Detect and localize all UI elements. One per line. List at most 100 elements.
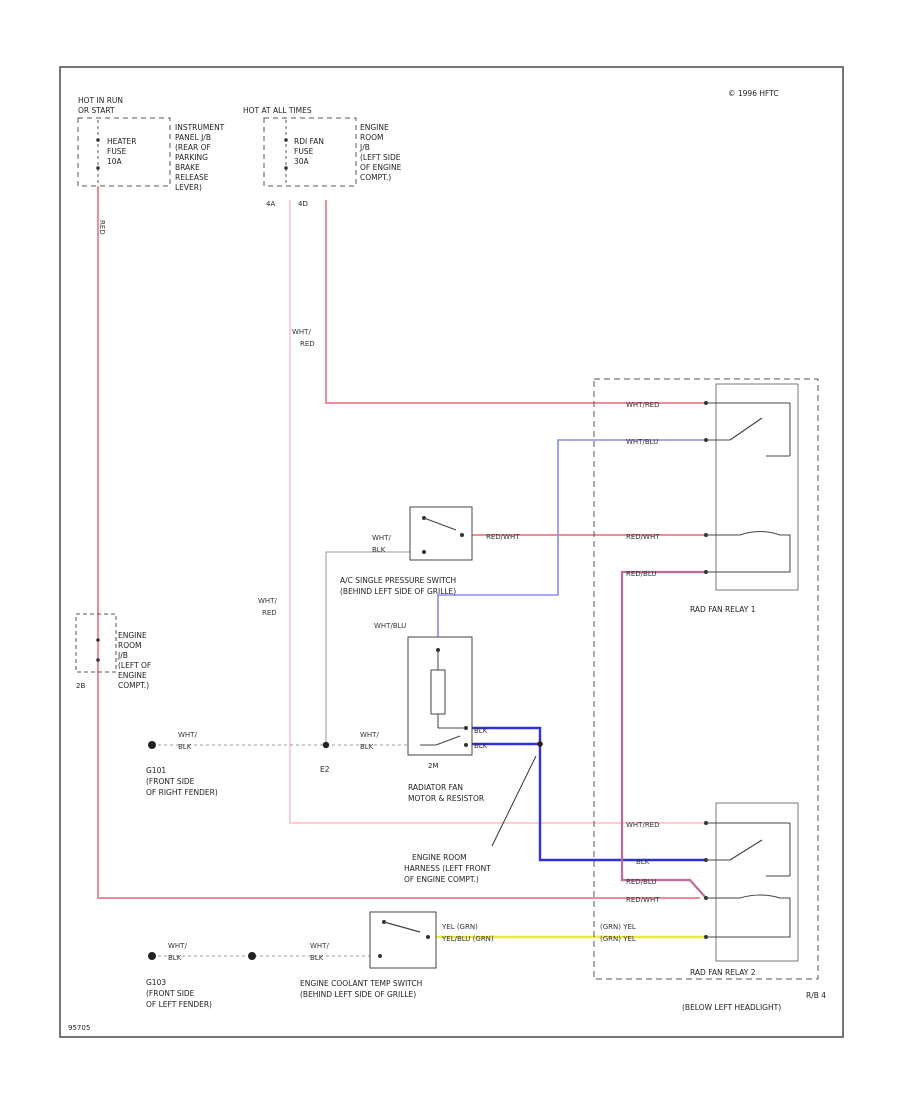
- wire-label-red-wht-b: RED/WHT: [626, 533, 660, 541]
- fuse-left-loc-4: PARKING: [175, 153, 208, 162]
- pin-4d-label: 4D: [298, 200, 308, 208]
- fuse-terminal-icon: [96, 138, 100, 142]
- fuse-right-loc-3: J/B: [359, 143, 370, 152]
- wire-label-coolant-blk: BLK: [310, 954, 324, 962]
- wire-wht-blu: [437, 439, 706, 648]
- wire-label-g101-blk: BLK: [178, 743, 192, 751]
- wire-label-red-vertical: RED: [98, 220, 106, 235]
- ac-pressure-switch: A/C SINGLE PRESSURE SWITCH (BEHIND LEFT …: [340, 506, 473, 596]
- ground-g101-icon: [148, 741, 156, 749]
- harness-connector-icon: [537, 741, 543, 747]
- fuse-box-left-header-1: HOT IN RUN: [78, 96, 123, 105]
- wire-label-grn-yel-2: (GRN) YEL: [600, 935, 636, 943]
- fuse-left-loc-2: PANEL J/B: [175, 133, 211, 142]
- coolant-switch-label-2: (BEHIND LEFT SIDE OF GRILLE): [300, 990, 416, 999]
- rdi-fuse-label-2: FUSE: [294, 147, 314, 156]
- wire-label-motor-blu-1: BLK: [474, 727, 488, 735]
- wire-label-wht-red-1a: WHT/: [292, 328, 311, 336]
- harness-label-1: ENGINE ROOM: [412, 853, 467, 862]
- wire-label-wht-red-2a: WHT/: [258, 597, 277, 605]
- fuse-box-left-header-2: OR START: [78, 106, 115, 115]
- coolant-temp-switch: ENGINE COOLANT TEMP SWITCH (BEHIND LEFT …: [300, 911, 437, 999]
- rdi-fan-fuse-box: HOT AT ALL TIMES RDI FAN FUSE 30A ENGINE…: [243, 106, 402, 208]
- wire-label-g103-wht: WHT/: [168, 942, 187, 950]
- rad-fan-relay-2: RAD FAN RELAY 2: [690, 802, 799, 977]
- rad-fan-relay-1: RAD FAN RELAY 1: [690, 383, 799, 614]
- wire-label-relay2-blk: BLK: [636, 858, 650, 866]
- splice-e2: [322, 741, 330, 749]
- wire-label-relay1-wht-blu: WHT/BLU: [626, 438, 658, 446]
- engine-room-jb-fuse: ENGINE ROOM J/B (LEFT OF ENGINE COMPT.) …: [75, 613, 151, 690]
- red-wires: [97, 186, 706, 899]
- fuse-right-loc-6: COMPT.): [360, 173, 391, 182]
- rdi-fuse-label-1: RDI FAN: [294, 137, 324, 146]
- wire-label-g101-wht: WHT/: [178, 731, 197, 739]
- g103-label-1: G103: [146, 978, 166, 987]
- wire-wht-blk-ac: [325, 551, 410, 745]
- fuse-terminal-icon: [284, 138, 288, 142]
- heater-fuse-label-1: HEATER: [107, 137, 136, 146]
- ground-g101: G101 (FRONT SIDE OF RIGHT FENDER): [146, 741, 218, 797]
- engine-jb-loc-4: (LEFT OF: [118, 661, 151, 670]
- wire-label-red-blu: RED/BLU: [626, 570, 657, 578]
- ground-connector-icon: [248, 952, 256, 960]
- engine-jb-loc-1: ENGINE: [118, 631, 147, 640]
- wire-label-motor-wht: WHT/: [360, 731, 379, 739]
- wire-label-g103-blk: BLK: [168, 954, 182, 962]
- g103-label-3: OF LEFT FENDER): [146, 1000, 212, 1009]
- figure-id: 95705: [68, 1024, 90, 1032]
- fuse-left-loc-1: INSTRUMENT: [175, 123, 225, 132]
- ac-switch-label-2: (BEHIND LEFT SIDE OF GRILLE): [340, 587, 456, 596]
- ground-g103-icon: [148, 952, 156, 960]
- ac-switch-label-1: A/C SINGLE PRESSURE SWITCH: [340, 576, 456, 585]
- engine-jb-loc-5: ENGINE: [118, 671, 147, 680]
- wire-label-relay2-red-wht: RED/WHT: [626, 896, 660, 904]
- wire-label-relay2-red-blu: RED/BLU: [626, 878, 657, 886]
- fuse-right-loc-1: ENGINE: [360, 123, 389, 132]
- harness-pointer: [491, 755, 537, 847]
- wire-label-relay2-wht-red: WHT/RED: [626, 821, 660, 829]
- wire-label-grn-yel: (GRN) YEL: [600, 923, 636, 931]
- wire-label-yel-grn: YEL (GRN): [441, 923, 478, 931]
- engine-jb-loc-6: COMPT.): [118, 681, 149, 690]
- fuse-left-loc-5: BRAKE: [175, 163, 200, 172]
- rdi-fuse-label-3: 30A: [294, 157, 310, 166]
- wire-label-ac-wht: WHT/: [372, 534, 391, 542]
- heater-fuse-label-3: 10A: [107, 157, 123, 166]
- wire-label-wht-red-2b: RED: [262, 609, 277, 617]
- fan-motor-label-2: MOTOR & RESISTOR: [408, 794, 484, 803]
- wire-label-ac-blk: BLK: [372, 546, 386, 554]
- engine-jb-loc-2: ROOM: [118, 641, 142, 650]
- splice-e2-label: E2: [320, 765, 330, 774]
- radiator-fan-motor: 2M RADIATOR FAN MOTOR & RESISTOR: [407, 636, 484, 803]
- g103-label-2: (FRONT SIDE: [146, 989, 195, 998]
- fuse-terminal-icon: [96, 166, 100, 170]
- rb4-enclosure: [593, 378, 819, 980]
- rb4-label-2: (BELOW LEFT HEADLIGHT): [682, 1003, 781, 1012]
- heater-fuse-box: HOT IN RUN OR START HEATER FUSE 10A INST…: [77, 96, 225, 192]
- fuse-box-right-header: HOT AT ALL TIMES: [243, 106, 312, 115]
- heater-fuse-label-2: FUSE: [107, 147, 127, 156]
- relay2-label: RAD FAN RELAY 2: [690, 968, 756, 977]
- wire-label-red-wht-a: RED/WHT: [486, 533, 520, 541]
- motor-pin-label: 2M: [428, 762, 439, 770]
- fuse-left-loc-7: LEVER): [175, 183, 202, 192]
- wire-label-motor-blu-2: BLK: [474, 742, 488, 750]
- wire-label-wht-red-1b: RED: [300, 340, 315, 348]
- copyright-label: © 1996 HFTC: [728, 89, 779, 98]
- g101-label-2: (FRONT SIDE: [146, 777, 195, 786]
- wire-label-motor-blk: BLK: [360, 743, 374, 751]
- fuse-left-loc-3: (REAR OF: [175, 143, 211, 152]
- pin-4a-label: 4A: [266, 200, 275, 208]
- fuse-terminal-icon: [284, 166, 288, 170]
- fan-motor-label-1: RADIATOR FAN: [408, 783, 463, 792]
- harness-label-2: HARNESS (LEFT FRONT: [404, 864, 491, 873]
- wire-label-yel-blu-grn: YEL/BLU (GRN): [441, 935, 494, 943]
- wire-heater-feed: [97, 186, 700, 899]
- wire-red-blu: [620, 570, 707, 899]
- fuse-terminal-icon: [96, 658, 100, 662]
- harness-label-3: OF ENGINE COMPT.): [404, 875, 479, 884]
- pin-2b-label: 2B: [76, 682, 85, 690]
- engine-jb-loc-3: J/B: [117, 651, 128, 660]
- fuse-terminal-icon: [96, 638, 100, 642]
